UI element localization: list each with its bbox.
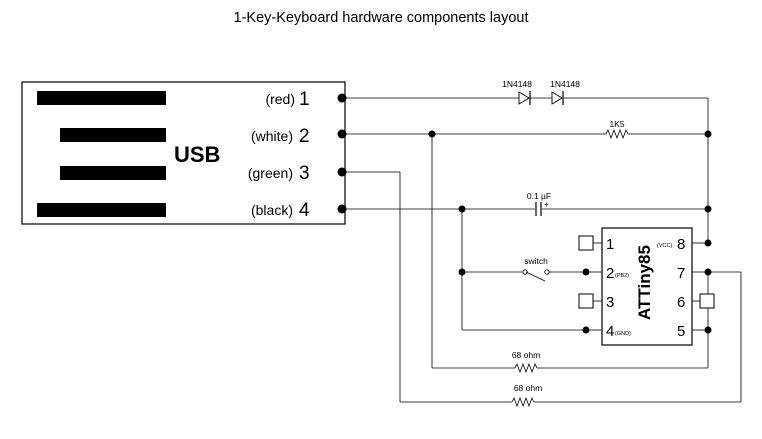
usb-pin-1-color: (red) xyxy=(265,91,295,107)
usb-connector: USB (red) 1 (white) 2 (green) 3 (black) … xyxy=(21,81,346,225)
chip-pin-7: 7 xyxy=(677,265,685,282)
chip-pin-4: 4 xyxy=(606,323,614,340)
diode-1-label: 1N4148 xyxy=(502,79,532,89)
pin-6-pad xyxy=(699,293,715,309)
diagram-title: 1-Key-Keyboard hardware components layou… xyxy=(234,10,529,26)
chip-pin-1: 1 xyxy=(606,236,614,253)
resistor-68-b-label: 68 ohm xyxy=(514,383,542,393)
chip-pin-2-tag: (PB2) xyxy=(615,273,629,279)
usb-pin-4-color: (black) xyxy=(251,202,293,218)
usb-contact-3 xyxy=(60,166,166,180)
chip-body xyxy=(601,227,693,346)
attiny85-chip: ATTiny85 1 2 (PB2) 3 4 (GND) 8 (VCC) 7 6… xyxy=(578,227,715,346)
usb-contact-2 xyxy=(60,128,166,142)
chip-pin-3: 3 xyxy=(606,294,614,311)
pin-3-pad xyxy=(578,293,594,309)
usb-contact-4 xyxy=(37,203,166,217)
chip-pin-2: 2 xyxy=(606,265,614,282)
usb-pin-2-color: (white) xyxy=(251,128,293,144)
diode-2-label: 1N4148 xyxy=(550,79,580,89)
resistor-68-a-label: 68 ohm xyxy=(512,350,540,360)
wire-data-minus: 1K5 68 ohm xyxy=(337,119,712,374)
chip-name: ATTiny85 xyxy=(635,245,654,320)
usb-contact-1 xyxy=(37,91,166,105)
usb-pin-4-number: 4 xyxy=(299,200,310,221)
capacitor-plus: + xyxy=(544,199,549,209)
pin-1-pad xyxy=(578,235,594,251)
chip-pin-8-tag: (VCC) xyxy=(657,243,672,249)
chip-pin-8: 8 xyxy=(677,236,685,253)
capacitor-label: 0.1 µF xyxy=(527,191,551,201)
chip-pin-6: 6 xyxy=(677,294,685,311)
diode-2: 1N4148 xyxy=(550,79,580,105)
switch-label: switch xyxy=(524,256,548,266)
wire-vcc-diodes xyxy=(337,93,712,247)
usb-pin-1-number: 1 xyxy=(299,89,310,110)
resistor-1k5-label: 1K5 xyxy=(609,119,624,129)
usb-label: USB xyxy=(174,142,220,167)
chip-pin-5: 5 xyxy=(677,323,685,340)
usb-pin-3-number: 3 xyxy=(299,163,310,184)
diode-1: 1N4148 xyxy=(502,79,532,105)
usb-pin-2-number: 2 xyxy=(299,126,310,147)
usb-pin-3-color: (green) xyxy=(248,165,293,181)
switch: switch xyxy=(458,256,590,282)
chip-pin-4-tag: (GND) xyxy=(615,331,631,337)
usb-box xyxy=(21,81,346,225)
